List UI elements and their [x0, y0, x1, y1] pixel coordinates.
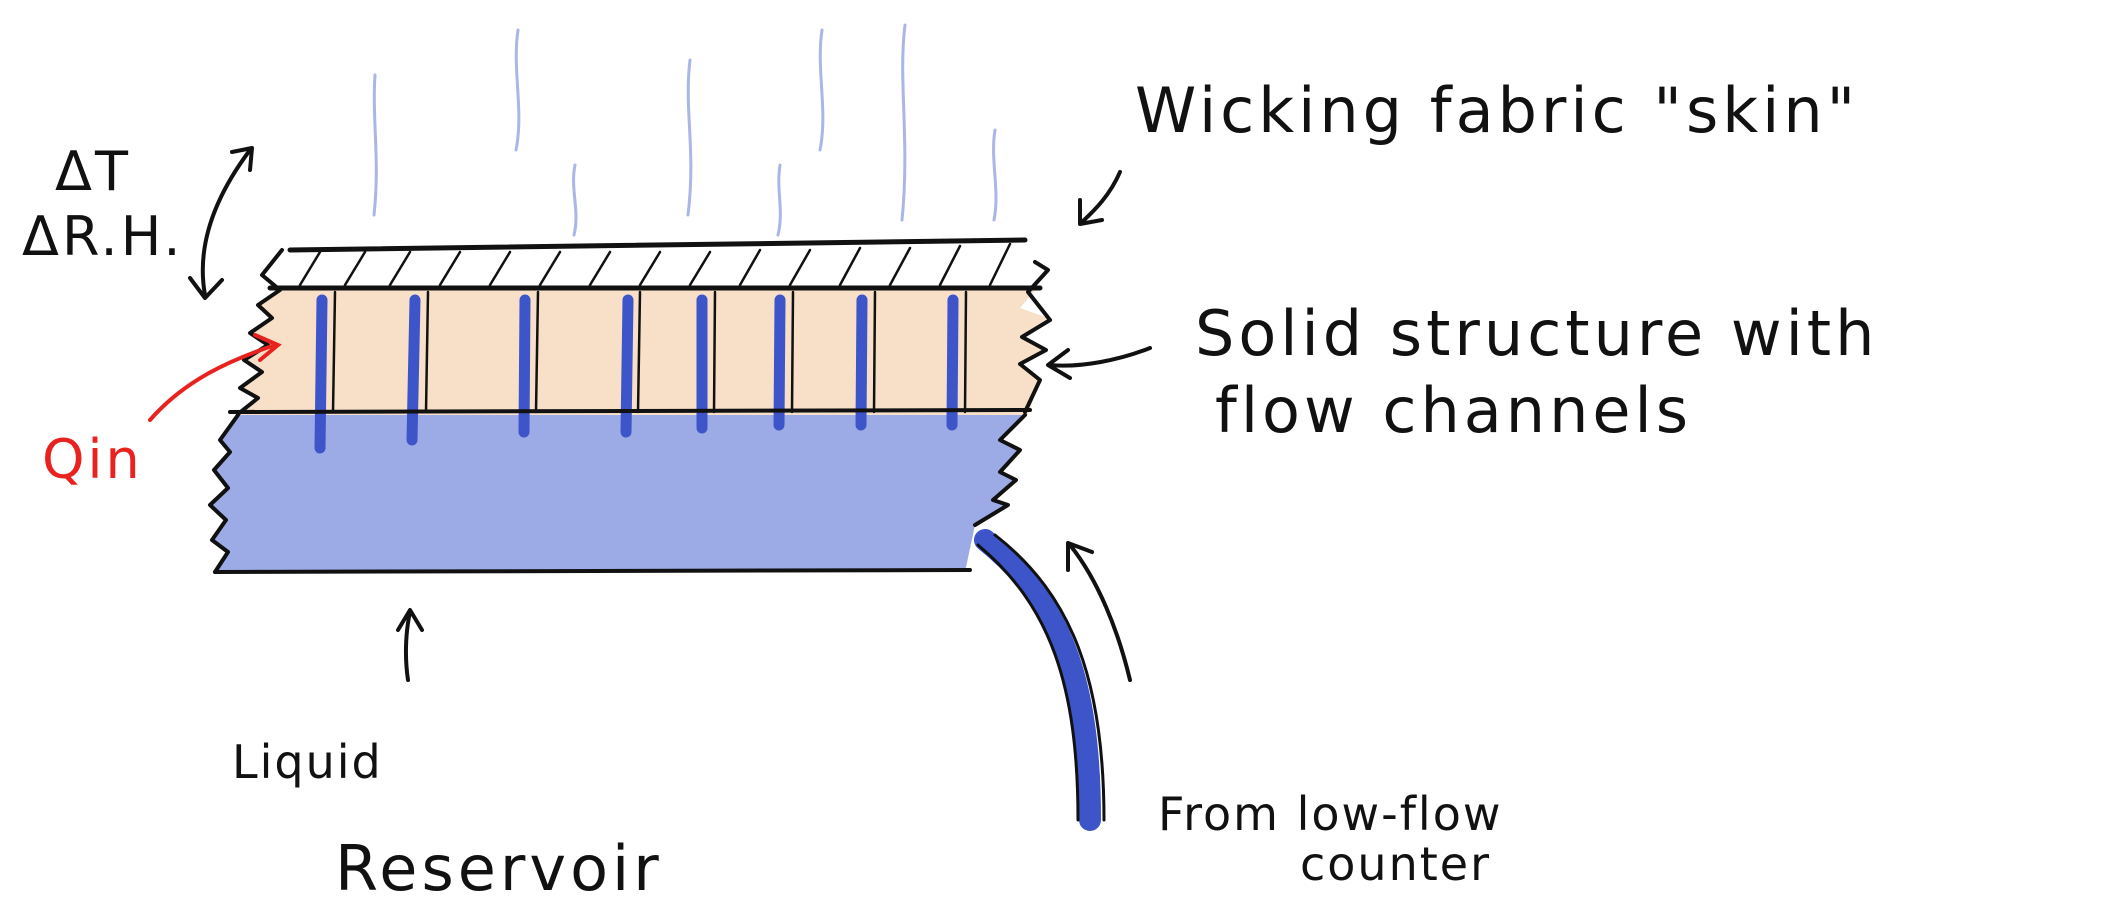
solid-structure-label-line1: Solid structure with	[1195, 297, 1878, 370]
solid-structure-label-line2: flow channels	[1215, 374, 1692, 447]
heat-in-arrow-icon	[148, 333, 282, 422]
delta-t-label: ΔT	[55, 140, 131, 203]
delta-rh-label: ΔR.H.	[22, 205, 184, 268]
label-arrows	[396, 170, 1152, 682]
solid-structure-shape	[238, 290, 1048, 415]
wicking-fabric-skin	[267, 237, 1050, 291]
from-low-flow-label-line2: counter	[1300, 837, 1491, 891]
channel-edges	[331, 290, 968, 414]
flow-channels	[314, 294, 959, 454]
reservoir-arrow-icon	[396, 608, 424, 682]
from-low-flow-label-line1: From low-flow	[1158, 787, 1502, 841]
inlet-tube	[974, 529, 1106, 831]
structure-arrow-icon	[1046, 346, 1152, 380]
fabric-arrow-icon	[1078, 170, 1122, 226]
counter-arrow-icon	[1066, 541, 1132, 682]
q-in-label: Qin	[42, 428, 143, 491]
wicking-fabric-label: Wicking fabric "skin"	[1135, 74, 1859, 147]
liquid-reservoir-shape	[210, 415, 1025, 572]
liquid-label: Liquid	[232, 735, 383, 789]
block-outline	[208, 248, 1052, 574]
reservoir-label: Reservoir	[335, 832, 663, 905]
delta-double-arrow-icon	[188, 146, 254, 300]
vapor-wisps-icon	[372, 23, 998, 237]
